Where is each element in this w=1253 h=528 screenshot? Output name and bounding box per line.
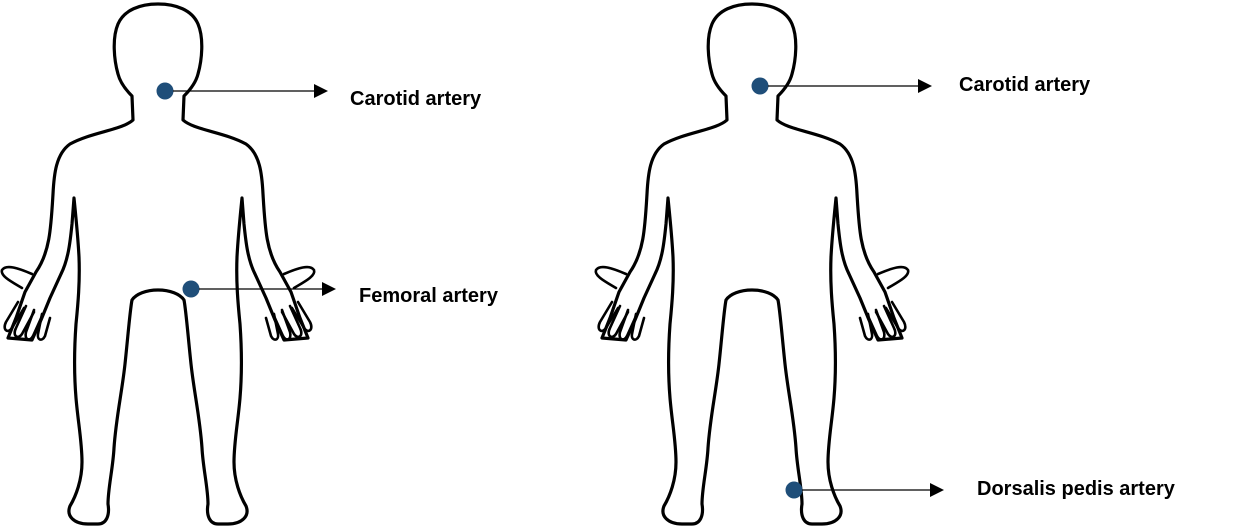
femoral-pulse-dot bbox=[183, 281, 200, 298]
carotid-arrowhead-left bbox=[314, 84, 328, 98]
carotid-artery-label-left: Carotid artery bbox=[350, 88, 482, 110]
body-figure-right: Carotid artery Dorsalis pedis artery bbox=[596, 4, 1176, 524]
human-silhouette-left bbox=[2, 4, 314, 524]
human-silhouette-right bbox=[596, 4, 908, 524]
carotid-pulse-dot-right bbox=[752, 78, 769, 95]
dorsalis-pedis-artery-label: Dorsalis pedis artery bbox=[977, 478, 1176, 500]
body-figure-left: Carotid artery Femoral artery bbox=[2, 4, 499, 524]
femoral-arrowhead bbox=[322, 282, 336, 296]
carotid-pulse-dot-left bbox=[157, 83, 174, 100]
carotid-arrowhead-right bbox=[918, 79, 932, 93]
dorsalis-pedis-pulse-dot bbox=[786, 482, 803, 499]
dorsalis-pedis-arrowhead bbox=[930, 483, 944, 497]
carotid-artery-label-right: Carotid artery bbox=[959, 74, 1091, 96]
femoral-artery-label: Femoral artery bbox=[359, 285, 499, 307]
